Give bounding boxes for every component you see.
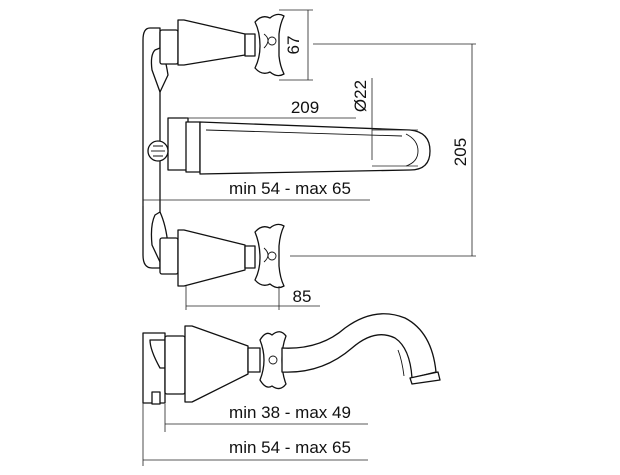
spout-front <box>199 121 431 175</box>
side-spout-arc <box>281 313 441 385</box>
dim-center-distance: 205 <box>451 138 470 166</box>
dim-wall-range-top: min 54 - max 65 <box>229 179 351 198</box>
dim-side-range-inner: min 38 - max 49 <box>229 403 351 422</box>
bottom-valve <box>159 229 256 287</box>
top-valve <box>159 19 256 66</box>
bottom-cross-handle <box>254 223 285 289</box>
dim-spout-length: 209 <box>291 98 319 117</box>
side-cross-handle <box>259 331 287 390</box>
dim-handle-projection: 85 <box>293 287 312 306</box>
side-dimensions: min 38 - max 49 min 54 - max 65 <box>142 403 368 466</box>
diverter-body <box>147 117 201 173</box>
dim-pipe-diameter: Ø22 <box>351 80 370 112</box>
front-dimensions: 67 Ø22 209 205 min 54 - max 65 85 <box>142 9 476 310</box>
top-cross-handle <box>254 13 285 77</box>
side-view <box>142 313 441 405</box>
side-valve-body <box>164 325 261 403</box>
dim-handle-height: 67 <box>284 36 303 55</box>
dim-side-range-outer: min 54 - max 65 <box>229 438 351 457</box>
side-wall-bracket <box>142 332 166 405</box>
front-view <box>142 13 431 289</box>
